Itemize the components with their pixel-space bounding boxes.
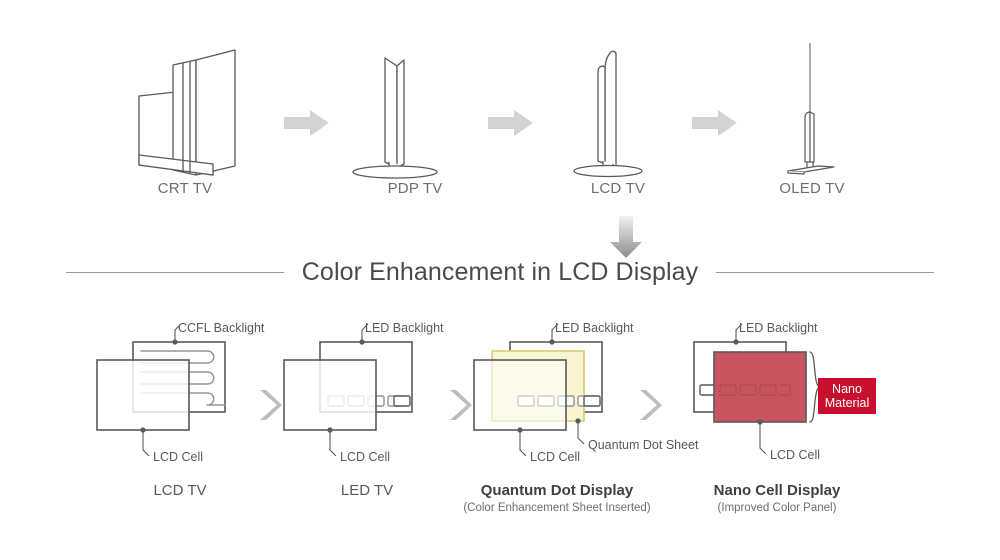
panel-title-nano-cell: Nano Cell Display (713, 482, 841, 499)
panel-nano-cell: LED Backlight LCD Cell Nano Material Nan… (672, 321, 882, 522)
chevron-right-icon (450, 390, 472, 420)
evolution-label-oled: OLED TV (779, 180, 845, 197)
evolution-item-oled: OLED TV (722, 40, 902, 210)
evolution-item-crt: CRT TV (95, 40, 275, 210)
callout-quantum-dot-sheet: Quantum Dot Sheet (588, 438, 699, 452)
callout-led-backlight: LED Backlight (739, 321, 818, 335)
panel-subtitle-nano-cell: (Improved Color Panel) (717, 502, 837, 514)
panel-lcd-tv: CCFL Backlight LCD Cell LCD TV (75, 321, 285, 522)
page-title: Color Enhancement in LCD Display (301, 257, 699, 286)
nano-material-badge: Nano Material (818, 378, 876, 414)
callout-ccfl-backlight: CCFL Backlight (178, 321, 265, 335)
badge-line-2: Material (824, 396, 870, 410)
callout-lcd-cell: LCD Cell (153, 450, 204, 464)
section-title-band: Color Enhancement in LCD Display (0, 252, 1000, 292)
arrow-right-icon (284, 110, 329, 136)
chevron-right-icon (260, 390, 282, 420)
evolution-label-lcd: LCD TV (590, 180, 646, 197)
panel-title-lcd-tv: LCD TV (153, 482, 207, 499)
evolution-item-lcd: LCD TV (528, 40, 708, 210)
evolution-item-pdp: PDP TV (325, 40, 505, 210)
arrow-right-icon (488, 110, 533, 136)
panel-subtitle-quantum-dot: (Color Enhancement Sheet Inserted) (463, 502, 651, 514)
arrow-down-icon (610, 216, 642, 258)
quantum-dot-structure-icon (473, 323, 603, 457)
panel-quantum-dot: LED Backlight LCD Cell Quantum Dot Sheet… (452, 321, 698, 522)
nano-cell-structure-icon (693, 323, 831, 455)
evolution-label-pdp: PDP TV (387, 180, 443, 197)
panel-title-led-tv: LED TV (340, 482, 394, 499)
crt-tv-icon (138, 49, 236, 176)
title-rule-right (716, 271, 935, 273)
callout-lcd-cell: LCD Cell (530, 450, 581, 464)
title-rule-left (65, 271, 284, 273)
badge-line-1: Nano (832, 381, 862, 396)
led-tv-structure-icon (283, 323, 413, 457)
pdp-tv-icon (352, 57, 438, 179)
callout-lcd-cell: LCD Cell (340, 450, 391, 464)
chevron-right-icon (640, 390, 662, 420)
evolution-label-crt: CRT TV (157, 180, 213, 197)
callout-led-backlight: LED Backlight (555, 321, 634, 335)
oled-tv-icon (787, 43, 835, 175)
callout-led-backlight: LED Backlight (365, 321, 444, 335)
panel-title-quantum-dot: Quantum Dot Display (480, 482, 634, 499)
lcd-tv-icon (573, 50, 643, 178)
arrow-right-icon (692, 110, 737, 136)
panel-led-tv: LED Backlight LCD Cell LED TV (262, 321, 472, 522)
lcd-tv-structure-icon (96, 323, 226, 457)
callout-lcd-cell: LCD Cell (770, 448, 821, 462)
